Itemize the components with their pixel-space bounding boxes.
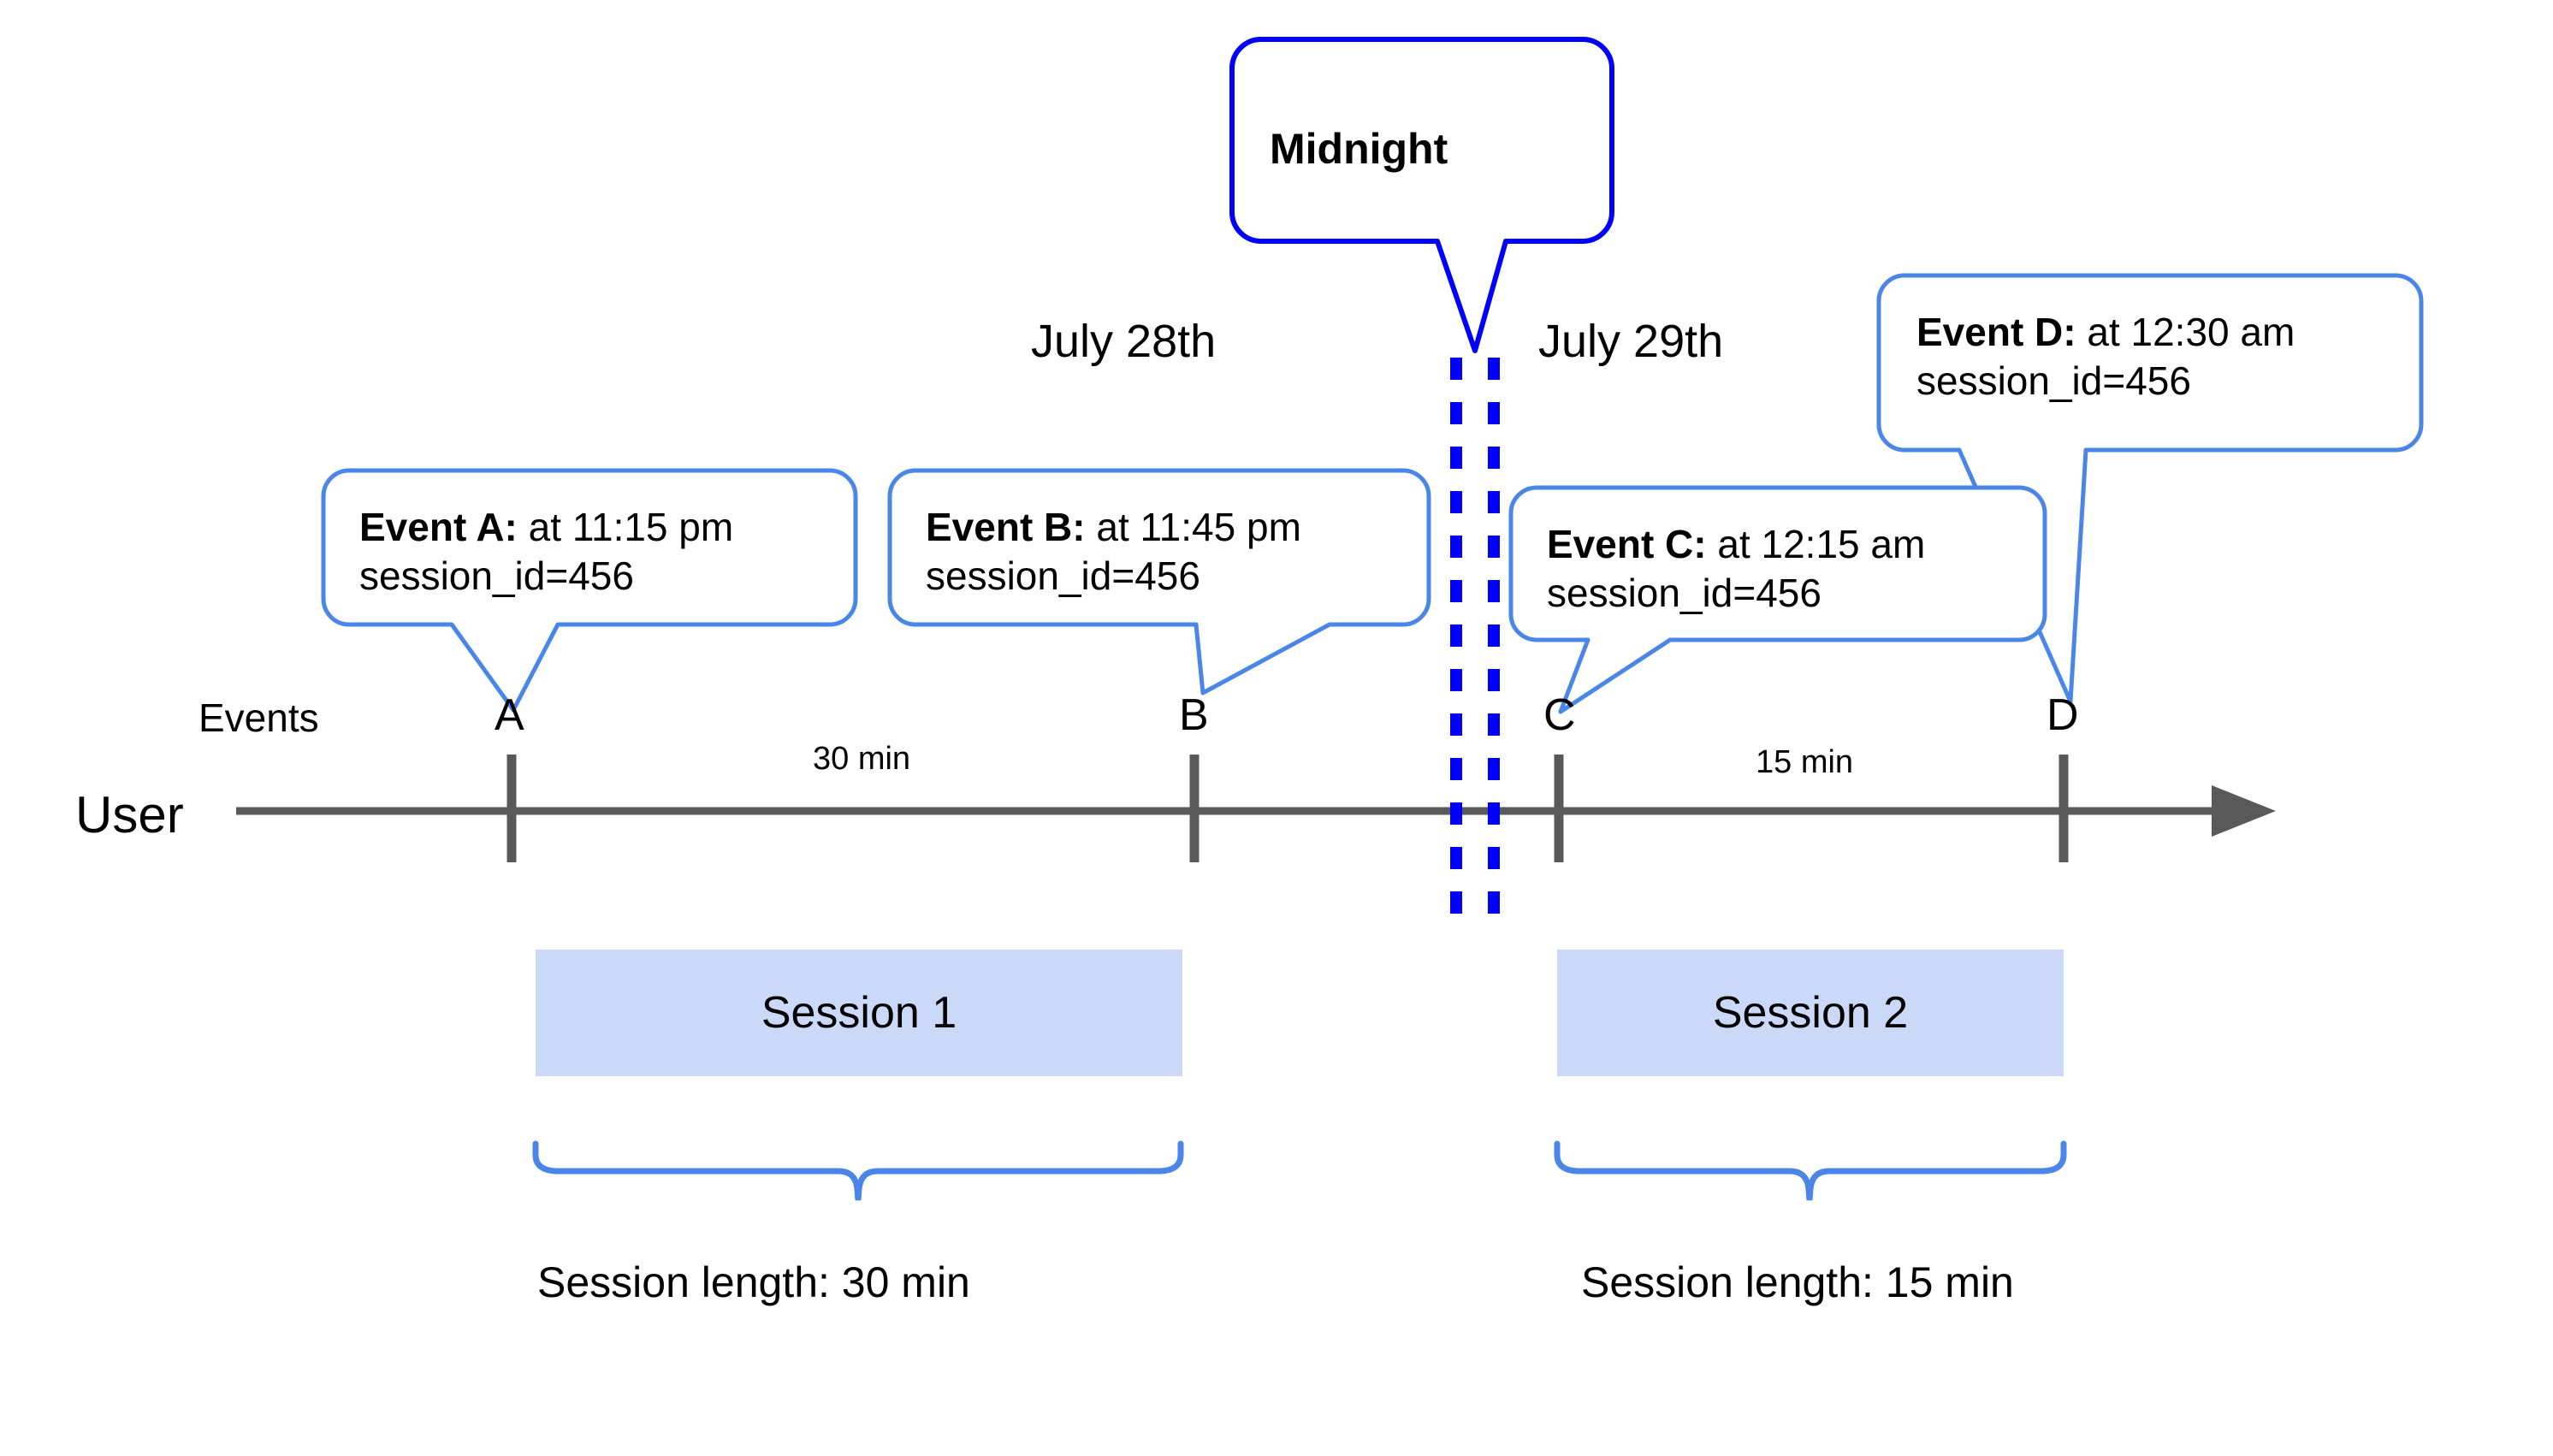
date-label-july-28: July 28th — [1031, 316, 1217, 367]
marker-label-c: C — [1543, 690, 1576, 740]
marker-label-d: D — [2047, 690, 2079, 740]
events-row-label: Events — [198, 695, 319, 740]
event-d-callout-text: Event D: at 12:30 am session_id=456 — [1916, 308, 2295, 405]
event-d-title: Event D: — [1916, 310, 2076, 354]
marker-label-b: B — [1179, 690, 1209, 740]
session-2-length-label: Session length: 15 min — [1581, 1258, 2014, 1306]
session-1-length-label: Session length: 30 min — [537, 1258, 970, 1306]
event-a-detail: session_id=456 — [359, 553, 634, 598]
duration-label-15min: 15 min — [1756, 744, 1854, 780]
event-d-detail: session_id=456 — [1916, 358, 2191, 403]
event-b-time: at 11:45 pm — [1085, 505, 1301, 549]
midnight-label: Midnight — [1270, 125, 1448, 173]
event-d-time: at 12:30 am — [2076, 310, 2295, 354]
session-1-label: Session 1 — [761, 988, 957, 1038]
event-b-title: Event B: — [926, 505, 1086, 549]
duration-label-30min: 30 min — [813, 741, 911, 777]
user-row-label: User — [75, 786, 184, 843]
event-a-title: Event A: — [359, 505, 518, 549]
session-2-box: Session 2 — [1557, 950, 2064, 1076]
timeline-axis — [236, 785, 2276, 837]
event-c-callout-text: Event C: at 12:15 am session_id=456 — [1547, 520, 1925, 618]
marker-label-a: A — [495, 690, 524, 740]
event-c-detail: session_id=456 — [1547, 571, 1821, 615]
event-b-detail: session_id=456 — [926, 553, 1200, 598]
session-1-brace — [532, 1140, 1184, 1201]
event-b-callout-text: Event B: at 11:45 pm session_id=456 — [926, 503, 1301, 601]
midnight-boundary-lines — [1450, 358, 1500, 926]
event-c-time: at 12:15 am — [1706, 522, 1926, 566]
midnight-callout-shape — [1229, 37, 1614, 353]
event-a-callout-text: Event A: at 11:15 pm session_id=456 — [359, 503, 733, 601]
date-label-july-29: July 29th — [1538, 316, 1724, 367]
session-1-box: Session 1 — [536, 950, 1182, 1076]
event-a-time: at 11:15 pm — [517, 505, 734, 549]
event-c-title: Event C: — [1547, 522, 1707, 566]
session-2-brace — [1554, 1140, 2067, 1201]
session-2-label: Session 2 — [1712, 988, 1909, 1038]
